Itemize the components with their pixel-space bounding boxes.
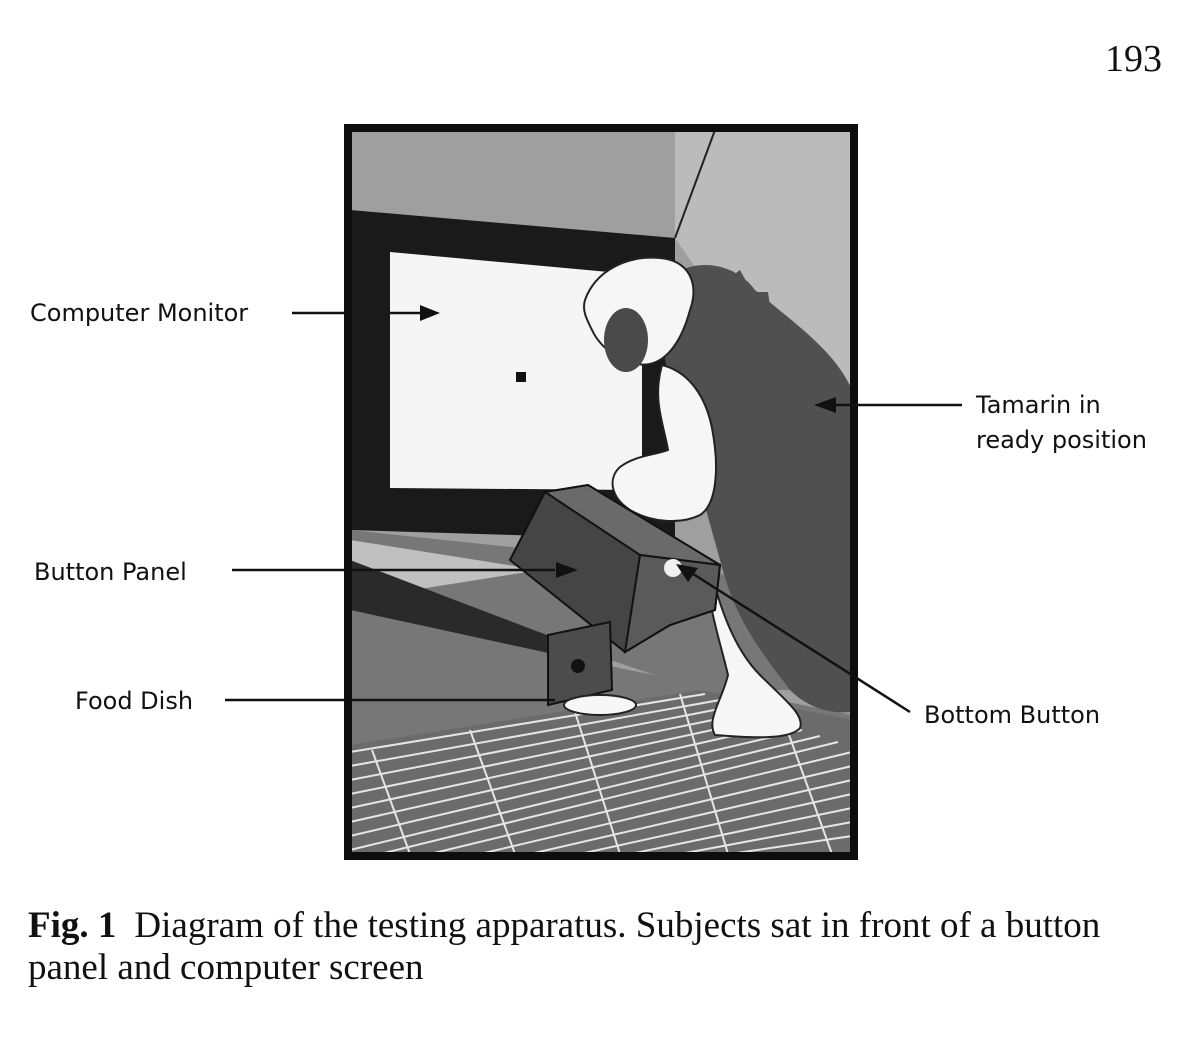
figure-frame — [344, 124, 858, 860]
label-button-panel: Button Panel — [34, 558, 187, 586]
wall-corner-line — [674, 129, 716, 239]
page-number: 193 — [1105, 38, 1162, 80]
floor-grid-lines — [349, 693, 853, 855]
figure-caption-label: Fig. 1 — [28, 905, 117, 946]
food-dish — [563, 694, 637, 716]
screen-stimulus — [516, 372, 526, 382]
monitor-screen — [390, 252, 642, 490]
label-food-dish: Food Dish — [75, 687, 194, 715]
figure-caption-text: Diagram of the testing apparatus. Subjec… — [28, 905, 1101, 988]
food-dish-hole — [571, 659, 585, 673]
tamarin-leg — [706, 559, 802, 739]
label-computer-monitor: Computer Monitor — [30, 299, 249, 327]
label-tamarin-line1: Tamarin in — [976, 391, 1101, 419]
desk-edge — [350, 560, 580, 660]
tamarin-face — [604, 308, 648, 372]
tamarin-fur-tuft — [700, 265, 770, 306]
leader-lines — [225, 305, 962, 714]
figure-1: Computer Monitor Tamarin in ready positi… — [30, 124, 1147, 860]
button-panel-side — [623, 553, 722, 654]
tamarin-body — [661, 264, 852, 713]
bottom-button — [664, 559, 682, 577]
label-tamarin-line2: ready position — [976, 426, 1147, 454]
testing-apparatus-illustration — [225, 124, 962, 860]
label-bottom-button: Bottom Button — [924, 701, 1101, 729]
